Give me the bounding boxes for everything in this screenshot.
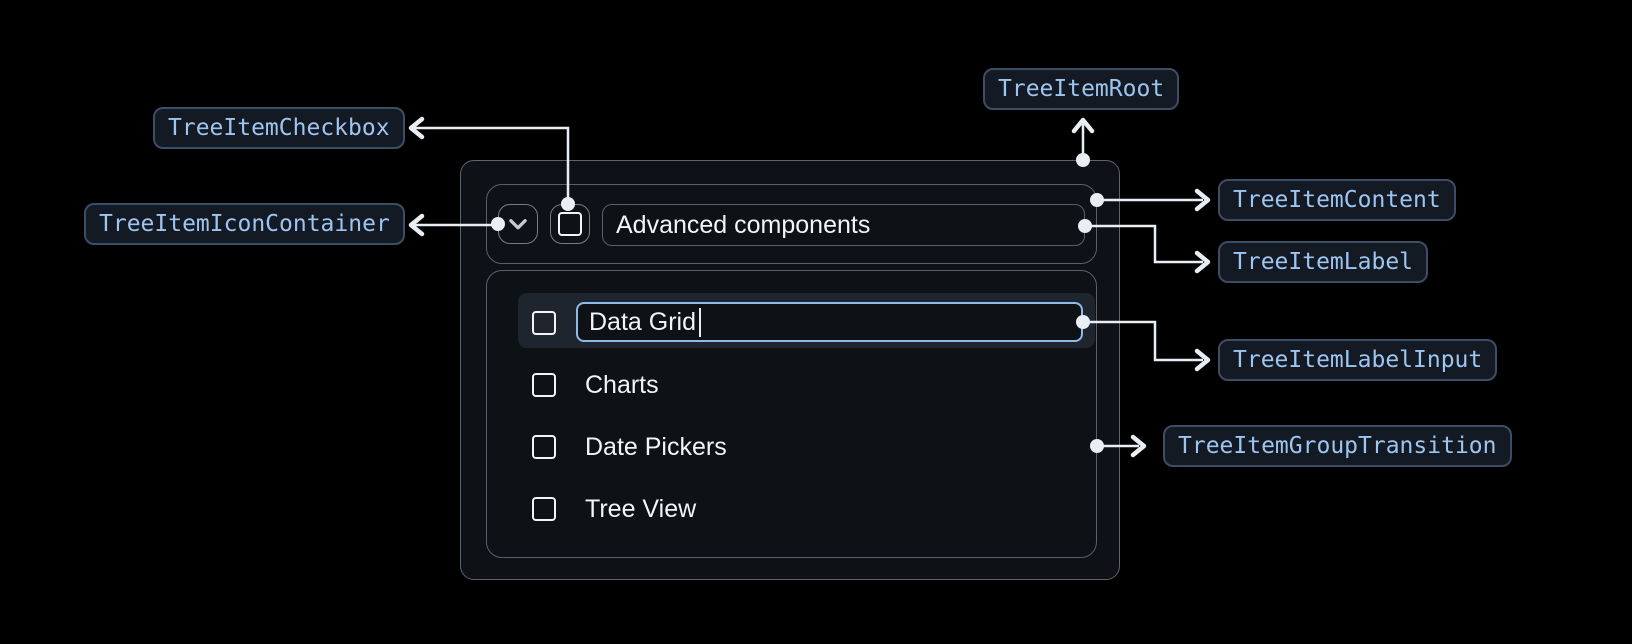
annotation-tree-item-content: TreeItemContent <box>1218 179 1456 221</box>
text-cursor <box>698 307 702 337</box>
tree-item-root <box>460 160 1120 580</box>
tree-item-label-input[interactable]: Data Grid <box>576 302 1083 342</box>
parent-item-label: Advanced components <box>616 210 871 239</box>
chevron-down-icon <box>509 219 527 230</box>
annotation-tree-item-root: TreeItemRoot <box>983 68 1180 110</box>
annotation-tree-item-checkbox: TreeItemCheckbox <box>153 107 405 149</box>
checkbox-unchecked-icon[interactable] <box>532 497 556 521</box>
tree-item-group-transition <box>486 270 1097 558</box>
checkbox-unchecked-icon[interactable] <box>532 373 556 397</box>
tree-row-label[interactable]: Charts <box>585 371 659 399</box>
checkbox-unchecked-icon[interactable] <box>532 435 556 459</box>
checkbox-unchecked-icon[interactable] <box>532 311 556 335</box>
annotation-tree-item-icon-container: TreeItemIconContainer <box>84 203 405 245</box>
label-input-value: Data Grid <box>589 307 696 336</box>
annotation-tree-item-group-transition: TreeItemGroupTransition <box>1163 425 1512 467</box>
tree-item-checkbox[interactable] <box>550 204 590 244</box>
tree-item-label[interactable]: Advanced components <box>602 204 1085 246</box>
tree-row-label[interactable]: Tree View <box>585 495 697 523</box>
annotation-tree-item-label-input: TreeItemLabelInput <box>1218 339 1498 381</box>
annotation-tree-item-label: TreeItemLabel <box>1218 241 1429 283</box>
tree-row-label[interactable]: Date Pickers <box>585 433 727 461</box>
expand-collapse-button[interactable] <box>498 204 538 244</box>
checkbox-unchecked-icon <box>558 212 582 236</box>
